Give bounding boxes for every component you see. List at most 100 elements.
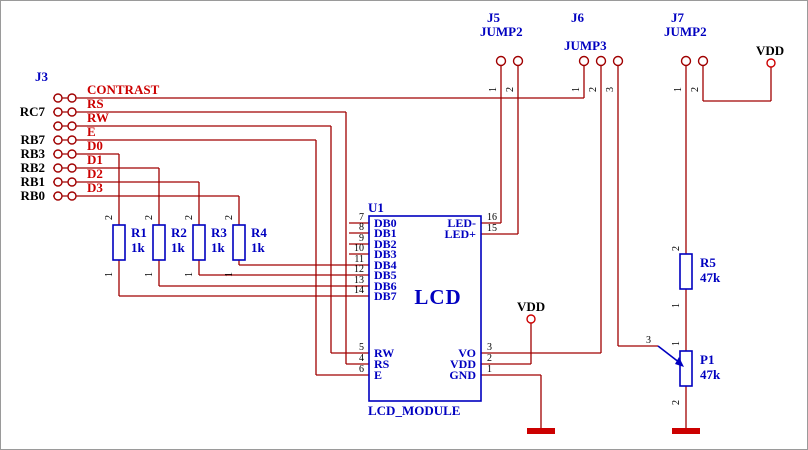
u1-module-label: LCD_MODULE [368, 403, 460, 418]
resistor-r5-body [679, 253, 693, 290]
j3-refdes: J3 [35, 69, 49, 84]
labels: J3 RC7 RB7 RB3 RB2 RB1 RB0 CONTRAST RS R… [20, 10, 784, 418]
resistor-r1-body [112, 224, 126, 261]
j6-pin2-number: 2 [588, 87, 599, 92]
u1-pin-name-db5: DB5 [374, 268, 397, 282]
r2-pin1-number: 1 [144, 272, 155, 277]
vdd-label-topright: VDD [756, 43, 784, 58]
u1-pin-name-db3: DB3 [374, 247, 397, 261]
j3-pad [67, 163, 77, 173]
wire-led-plus [481, 65, 519, 235]
u1-big-label: LCD [414, 285, 461, 309]
wire-d2 [53, 181, 200, 225]
j6-pad-2 [595, 55, 607, 67]
u1-pin-name-gnd: GND [449, 368, 476, 382]
p1-wiper-arrow-head [675, 357, 684, 367]
j7-pin1-number: 1 [673, 87, 684, 92]
signal-label-d3: D3 [87, 180, 103, 195]
wire-rs [53, 111, 369, 365]
r4-value: 1k [251, 240, 266, 255]
mcu-pin-label: RB1 [20, 174, 45, 189]
j3-pad [67, 177, 77, 187]
wire-r4-db4 [238, 260, 369, 266]
j6-pad-3 [612, 55, 624, 67]
vdd-label-mid: VDD [517, 299, 545, 314]
r4-pin1-number: 1 [224, 272, 235, 277]
j7-refdes: J7 [671, 10, 685, 25]
u1-pin-number-vo: 3 [487, 342, 492, 353]
wire-d3 [53, 195, 240, 225]
r2-value: 1k [171, 240, 186, 255]
signal-label-d2: D2 [87, 166, 103, 181]
resistor-r4-body [232, 224, 246, 261]
r1-refdes: R1 [131, 225, 147, 240]
signal-label-rs: RS [87, 96, 104, 111]
j6-pin3-number: 3 [605, 87, 616, 92]
wire-vo [481, 65, 602, 354]
u1-pin-name-rs: RS [374, 357, 390, 371]
j3-pad [53, 121, 63, 131]
u1-pin-number-vdd: 2 [487, 353, 492, 364]
j3-pad [53, 93, 63, 103]
p1-value: 47k [700, 367, 721, 382]
wire-gnd-pin [481, 374, 542, 428]
u1-pin-number-db1: 8 [359, 222, 364, 233]
j6-pin1-number: 1 [571, 87, 582, 92]
j3-pad [53, 135, 63, 145]
vdd-symbol-mid [526, 314, 536, 324]
wire-vdd-pin [481, 323, 532, 365]
u1-pin-number-rw: 5 [359, 342, 364, 353]
components [53, 55, 776, 434]
u1-refdes: U1 [368, 200, 384, 215]
u1-pin-name-e: E [374, 368, 382, 382]
j5-pads [495, 55, 524, 67]
mcu-pin-label: RC7 [20, 104, 46, 119]
u1-pin-name-db6: DB6 [374, 279, 397, 293]
u1-pin-name-db1: DB1 [374, 226, 397, 240]
j5-pad-2 [512, 55, 524, 67]
j5-pin1-number: 1 [488, 87, 499, 92]
j7-pads [680, 55, 709, 67]
j3-pad [53, 149, 63, 159]
r4-refdes: R4 [251, 225, 267, 240]
p1-pin1-number: 1 [671, 341, 682, 346]
u1-pin-name-db2: DB2 [374, 237, 397, 251]
resistor-r3-body [192, 224, 206, 261]
r3-pin2-number: 2 [184, 215, 195, 220]
j5-pin2-number: 2 [505, 87, 516, 92]
mcu-pin-label: RB3 [20, 146, 45, 161]
j3-pad [67, 121, 77, 131]
j3-pad [53, 163, 63, 173]
r5-refdes: R5 [700, 255, 716, 270]
j3-pad [53, 107, 63, 117]
mcu-pin-label: RB7 [20, 132, 45, 147]
r1-value: 1k [131, 240, 146, 255]
j5-pad-1 [495, 55, 507, 67]
signal-label-rw: RW [87, 110, 109, 125]
j7-pad-1 [680, 55, 692, 67]
wire-led-minus [481, 65, 502, 224]
r1-pin1-number: 1 [104, 272, 115, 277]
wire-contrast [53, 65, 585, 99]
mcu-pin-label: RB2 [20, 160, 45, 175]
wire-d0 [53, 153, 120, 225]
u1-pin-number-ledplus: 15 [487, 223, 497, 234]
signal-label-d0: D0 [87, 138, 103, 153]
u1-pin-number-db2: 9 [359, 233, 364, 244]
wire-e [53, 139, 369, 376]
j5-value: JUMP2 [480, 24, 523, 39]
wire-r3-db5 [198, 260, 369, 276]
j6-refdes: J6 [571, 10, 585, 25]
r3-pin1-number: 1 [184, 272, 195, 277]
j3-pad [53, 177, 63, 187]
u1-pin-number-rs: 4 [359, 353, 364, 364]
u1-pin-name-ledplus: LED+ [444, 227, 476, 241]
j7-value: JUMP2 [664, 24, 707, 39]
j3-pad [67, 135, 77, 145]
u1-pin-number-db4: 11 [354, 254, 364, 265]
j3-pad [67, 107, 77, 117]
u1-pin-number-e: 6 [359, 364, 364, 375]
u1-pin-name-rw: RW [374, 346, 394, 360]
